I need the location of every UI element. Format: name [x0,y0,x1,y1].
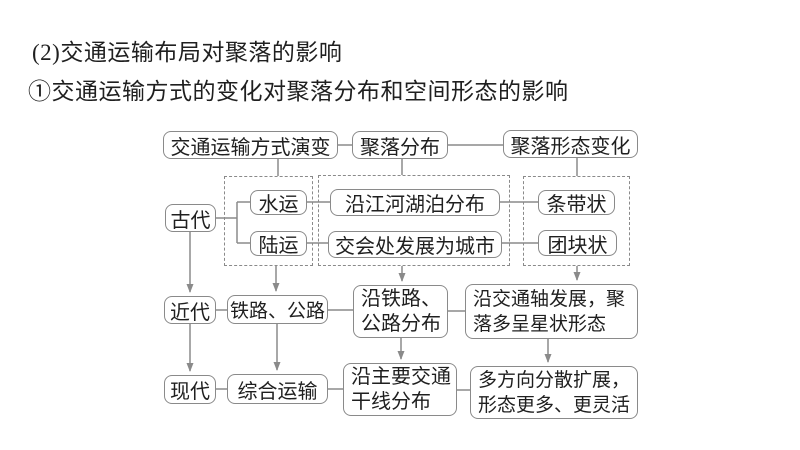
box-dist-along-rivers: 沿江河湖泊分布 [330,189,500,216]
box-form-cluster: 团块状 [538,230,617,257]
box-dist-along-rail-road-line1: 沿铁路、 [361,287,441,310]
box-mode-water: 水运 [250,190,307,216]
box-dist-along-rail-road-line2: 公路分布 [361,312,441,335]
box-mode-land: 陆运 [250,231,307,257]
box-form-flexible: 多方向分散扩展， 形态更多、更灵活 [470,366,638,419]
box-dist-along-trunk: 沿主要交通 干线分布 [343,363,457,416]
box-form-flexible-line2: 形态更多、更灵活 [478,394,631,416]
box-transport-mode-evolution: 交通运输方式演变 [163,131,338,159]
box-dist-along-trunk-line2: 干线分布 [351,390,431,413]
dashed-group-ancient-forms [523,176,630,266]
page-title-line1: (2)交通运输布局对聚落的影响 [32,40,343,65]
box-era-contemporary: 现代 [164,375,216,404]
box-form-band: 条带状 [538,190,615,216]
box-mode-integrated: 综合运输 [227,374,328,404]
box-mode-rail-road: 铁路、公路 [227,295,328,324]
dashed-group-ancient-modes [224,176,313,266]
box-form-star: 沿交通轴发展，聚 落多呈星状形态 [465,284,638,339]
box-settlement-distribution: 聚落分布 [352,131,448,159]
page-title-line2: ①交通运输方式的变化对聚落分布和空间形态的影响 [28,79,569,104]
box-form-star-line2: 落多呈星状形态 [473,313,607,335]
box-dist-junction-city: 交会处发展为城市 [328,231,502,258]
box-settlement-form-change: 聚落形态变化 [503,130,638,158]
box-dist-along-rail-road: 沿铁路、 公路分布 [353,285,448,338]
box-era-modern: 近代 [164,296,216,324]
box-era-ancient: 古代 [165,204,216,232]
box-form-star-line1: 沿交通轴发展，聚 [473,288,626,310]
box-dist-along-trunk-line1: 沿主要交通 [351,365,451,388]
dashed-group-ancient-distribution [318,175,510,266]
box-form-flexible-line1: 多方向分散扩展， [478,369,631,391]
